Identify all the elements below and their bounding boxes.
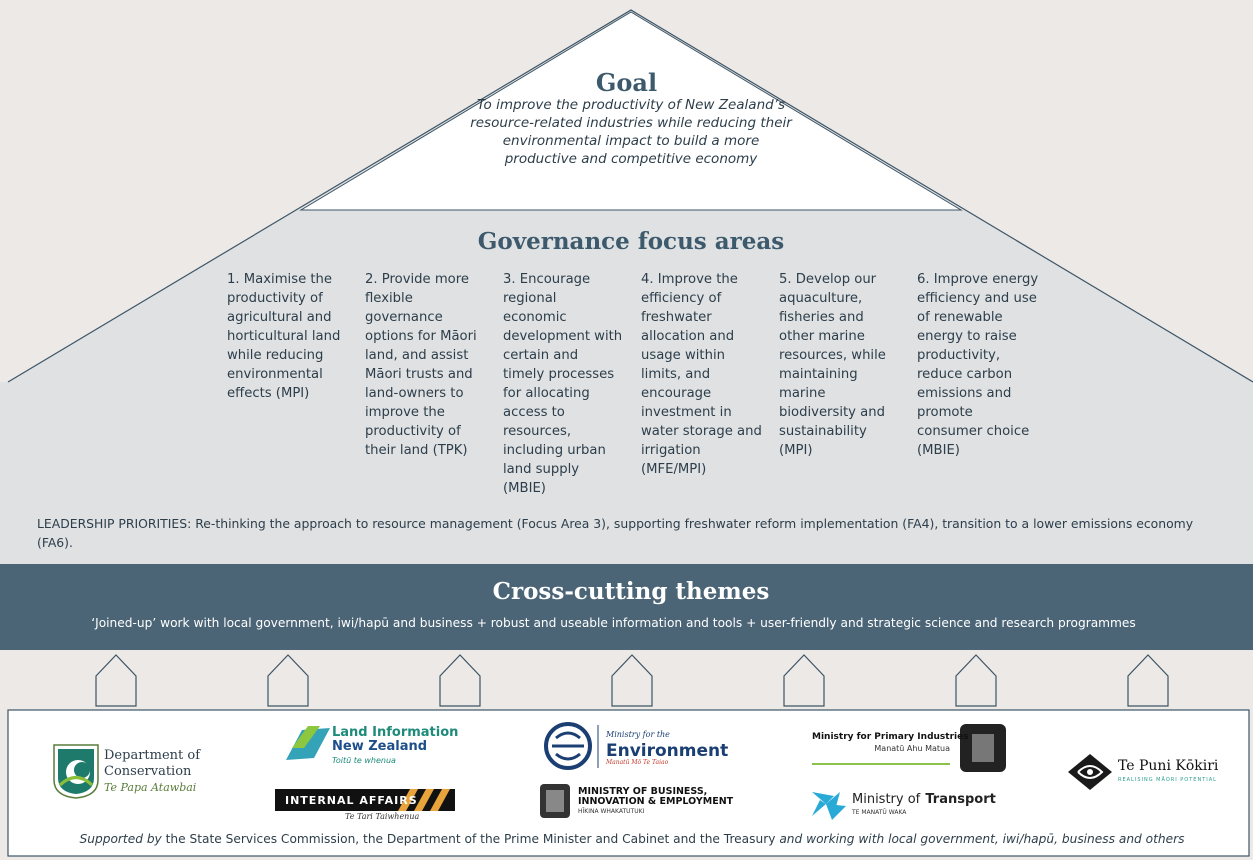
governance-title: Governance focus areas: [477, 228, 785, 255]
linz-name-line1: Land Information: [332, 725, 459, 740]
working-with-text: and working with local government, iwi/h…: [779, 832, 1185, 846]
dia-logo: [275, 789, 455, 811]
mot-name-line1: Ministry of: [852, 792, 921, 807]
supported-by-footer: Supported by the State Services Commissi…: [37, 832, 1227, 846]
dia-name: INTERNAL AFFAIRS: [285, 794, 418, 807]
linz-maori-name: Toitū te whenua: [332, 756, 396, 765]
tpk-logo-icon: [1068, 754, 1112, 790]
foundation-box: [7, 709, 1250, 857]
mfe-logo-text: Ministry for the Environment Manatū Mō T…: [606, 727, 728, 767]
mot-name-line2: Transport: [925, 792, 996, 807]
mfe-maori-name: Manatū Mō Te Taiao: [606, 759, 669, 766]
goal-text: To improve the productivity of New Zeala…: [470, 97, 792, 167]
goal-triangle: [299, 11, 963, 211]
linz-logo-icon: [286, 726, 330, 760]
pillar: [439, 654, 481, 707]
focus-area-5: 5. Develop our aquaculture, fisheries an…: [779, 272, 886, 458]
pillar: [1127, 654, 1169, 707]
mfe-name-line1: Ministry for the: [606, 730, 670, 739]
focus-area-1: 1. Maximise the productivity of agricult…: [227, 272, 341, 401]
tpk-name: Te Puni Kōkiri: [1118, 758, 1219, 774]
supported-by-label: Supported by: [79, 832, 162, 846]
cross-cutting-band: [0, 564, 1253, 650]
doc-logo: [53, 744, 99, 799]
cross-cutting-text: ‘Joined-up’ work with local government, …: [91, 616, 1136, 630]
mbie-logo-text: MINISTRY OF BUSINESS, INNOVATION & EMPLO…: [578, 787, 733, 817]
linz-logo-text: Land Information New Zealand Toitū te wh…: [332, 726, 458, 768]
focus-area-4: 4. Improve the efficiency of freshwater …: [641, 272, 762, 477]
doc-name-line1: Department of: [104, 748, 201, 763]
tpk-tagline: REALISING MĀORI POTENTIAL: [1118, 777, 1217, 783]
pillars: [95, 654, 1169, 707]
dia-maori-name: Te Tari Taiwhenua: [345, 812, 420, 821]
linz-name-line2: New Zealand: [332, 739, 428, 754]
mfe-name-line2: Environment: [606, 741, 729, 761]
pillar: [955, 654, 997, 707]
mfe-logo-icon: [544, 722, 599, 770]
doc-name-line2: Conservation: [104, 764, 192, 779]
pillar: [783, 654, 825, 707]
mpi-logo-text: Ministry for Primary Industries Manatū A…: [812, 732, 969, 754]
mpi-crest-icon: [812, 724, 1006, 772]
pillar: [611, 654, 653, 707]
leadership-priorities: LEADERSHIP PRIORITIES: Re-thinking the a…: [37, 516, 1194, 550]
mot-logo-icon: [812, 792, 846, 820]
focus-area-2: 2. Provide more flexible governance opti…: [365, 272, 477, 458]
focus-area-6: 6. Improve energy efficiency and use of …: [917, 272, 1039, 458]
pillar: [267, 654, 309, 707]
mbie-crest-icon: [540, 784, 570, 818]
tpk-logo-text: Te Puni Kōkiri REALISING MĀORI POTENTIAL: [1118, 759, 1218, 787]
doc-maori-name: Te Papa Atawbai: [104, 781, 197, 794]
governance-area: [0, 10, 1253, 564]
mot-maori-name: TE MANATŪ WAKA: [852, 809, 907, 816]
roof-outline: [7, 9, 1253, 383]
mbie-name-line1: MINISTRY OF BUSINESS,: [578, 786, 708, 797]
mbie-name-line2: INNOVATION & EMPLOYMENT: [578, 796, 734, 807]
cross-cutting-title: Cross-cutting themes: [492, 578, 770, 605]
mpi-maori-name: Manatū Ahu Matua: [874, 744, 950, 753]
mbie-maori-name: HĪKINA WHAKATUTUKI: [578, 808, 645, 815]
pillar: [95, 654, 137, 707]
doc-logo-text: Department of Conservation Te Papa Atawb…: [104, 748, 200, 796]
supported-by-text: the State Services Commission, the Depar…: [161, 832, 780, 846]
focus-area-3: 3. Encourage regional economic developme…: [503, 272, 623, 496]
goal-title: Goal: [595, 68, 658, 97]
mot-logo-text: Ministry of Transport TE MANATŪ WAKA: [852, 791, 996, 819]
mpi-name: Ministry for Primary Industries: [812, 732, 969, 742]
